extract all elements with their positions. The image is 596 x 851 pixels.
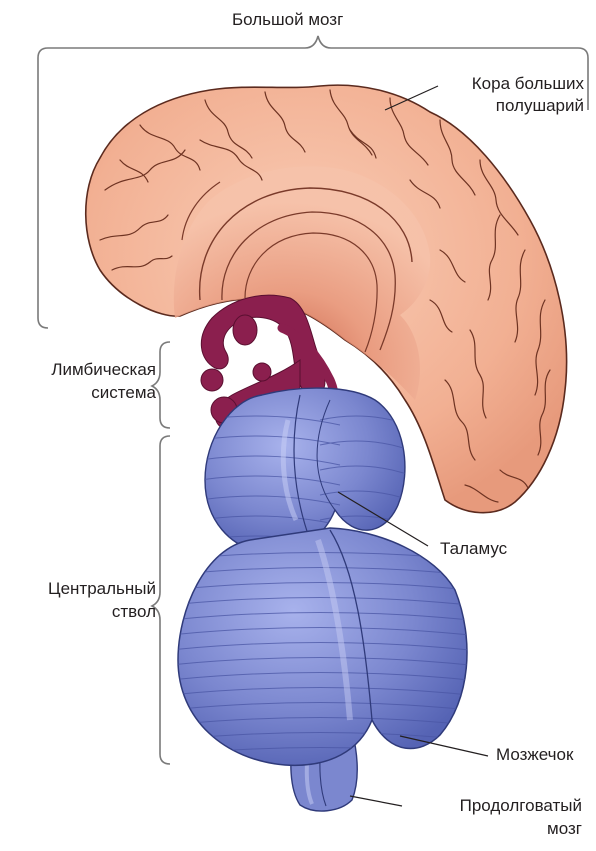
thalamus-label: Таламус (440, 539, 507, 559)
cortex-label-line1: Кора больших (472, 74, 584, 94)
thalamus (200, 388, 410, 553)
cortex-label-line2: полушарий (496, 96, 584, 116)
cerebellum (170, 528, 470, 765)
brainstem-label-line1: Центральный (48, 579, 156, 599)
brainstem-label-line2: ствол (112, 602, 156, 622)
cerebellum-label: Мозжечок (496, 745, 573, 765)
limbic-label-line1: Лимбическая (51, 360, 156, 380)
limbic-label-line2: система (91, 383, 156, 403)
medulla-label-line1: Продолговатый (460, 796, 582, 816)
medulla-leader (350, 796, 402, 806)
medulla-label-line2: мозг (547, 819, 582, 839)
cerebrum-label: Большой мозг (232, 10, 343, 30)
brainstem-bracket (152, 436, 170, 764)
